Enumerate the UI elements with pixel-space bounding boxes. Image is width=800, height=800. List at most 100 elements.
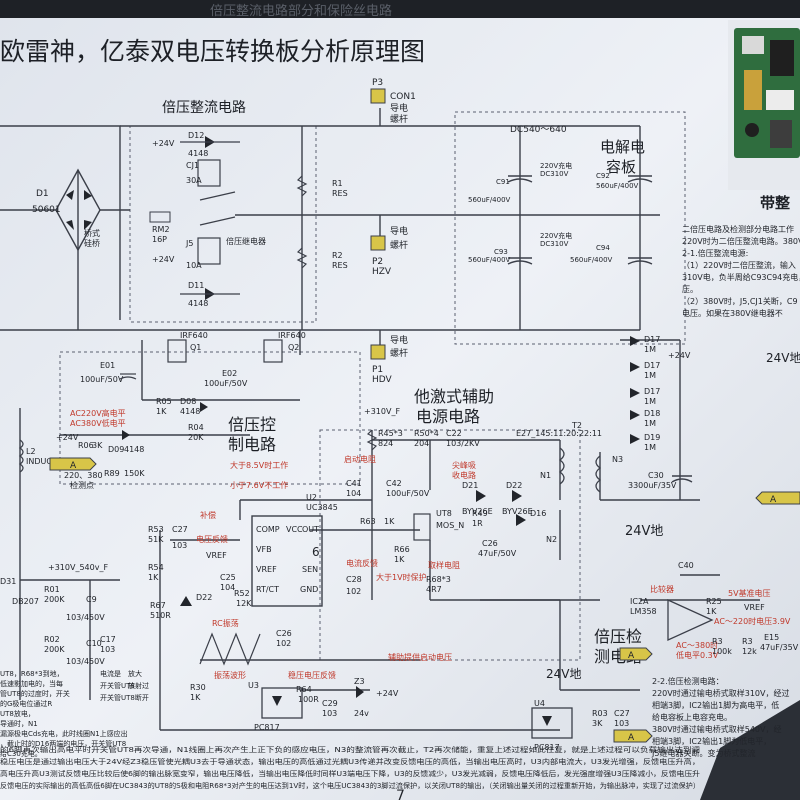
label-d16: D16 (530, 509, 546, 518)
label-r52: R52 (234, 589, 250, 598)
label-d17-a-value: 1M (644, 345, 656, 354)
label-q1-id: Q1 (190, 343, 201, 352)
label-low-level: 低电平0.3V (676, 650, 719, 660)
note-right-10: 220V时通过输电桥式取样310V，经过 (652, 688, 789, 698)
label-plus24v-out: +24V (668, 351, 691, 360)
label-r05: R05 (156, 397, 172, 406)
note-bottom-1: 的6脚再次输出高电平时开关管UT8再次导通，N1线圈上再次产生上正下负的感应电压… (0, 745, 700, 754)
label-r49-value: 1R (472, 519, 483, 528)
label-busbar-p3-2: 螺杆 (390, 113, 408, 125)
label-c25: C25 (220, 573, 236, 582)
label-r06-value: 3K (92, 441, 103, 450)
note-left-4: 的G极电位通过R (0, 699, 52, 708)
label-c17-value: 103 (100, 645, 115, 654)
bridge-rectifier-d1: D1 50601 桥式 硅桥 (32, 168, 101, 252)
label-stable-feedback: 稳压电压反馈 (288, 670, 336, 680)
label-r06: R06 (78, 441, 94, 450)
pin-rtct: RT/CT (256, 585, 279, 594)
label-aux-startup: 辅助提供启动电压 (388, 652, 452, 662)
label-c91-value: 560uF/400V (468, 196, 511, 204)
label-r25: R25 (706, 597, 722, 606)
label-cj1-value: 30A (186, 176, 202, 185)
note-right-11: 相端3脚，IC2输出1脚为高电平，低 (652, 700, 779, 710)
label-r66-value: 1K (394, 555, 405, 564)
label-r03-value: 3K (592, 719, 603, 728)
note-left-1: UT8，R68*3到地， (0, 669, 64, 678)
label-busbar-p2-2: 螺杆 (390, 239, 408, 251)
label-u2: U2 (306, 493, 317, 502)
note-right-3: 2-1.倍压整流电源: (682, 248, 748, 258)
label-compensation: 补偿 (200, 510, 216, 520)
label-r3-a: R3 (712, 637, 723, 646)
label-c41-value: 104 (346, 489, 361, 498)
label-j5-desc: 倍压继电器 (226, 236, 266, 246)
mosfet-pair: IRF640 Q1 IRF640 Q2 E01 100uF/50V E02 10… (56, 331, 306, 478)
relay-group: +24V D12 4148 CJ1 30A RM2 16P J5 10A 倍压继… (149, 131, 266, 308)
label-c40: C40 (678, 561, 694, 570)
label-r45-value: 824 (378, 439, 393, 448)
label-c27-value: 103 (172, 541, 187, 550)
label-d12: D12 (188, 131, 204, 140)
label-r53-value: 51K (148, 535, 164, 544)
label-r89: R89 (104, 469, 120, 478)
label-rm2-value: 16P (152, 235, 167, 244)
label-e01: E01 (100, 361, 115, 370)
label-r30: R30 (190, 683, 206, 692)
note-left-10: 电流是 (100, 669, 121, 678)
label-d11-value: 4148 (188, 299, 208, 308)
label-e02: E02 (222, 369, 237, 378)
note-right-9: 2-2.倍压检测电路： (652, 676, 724, 686)
resistors-r1-r2: R1 RES R2 RES (296, 175, 348, 270)
section-aux-power-1: 他激式辅助 (414, 387, 494, 406)
label-vref-right: VREF (744, 603, 765, 612)
label-5v-reference: 5V基准电压 (728, 588, 771, 598)
label-bridge-2: 硅桥 (84, 238, 100, 248)
section-aux-power-2: 电源电路 (416, 407, 480, 426)
label-d18-value: 1M (644, 419, 656, 428)
note-left-9: 给C30充电。 (0, 749, 42, 758)
label-c26: C26 (482, 539, 498, 548)
label-busbar-p2: 导电 (390, 225, 408, 237)
label-d17-a: D17 (644, 335, 660, 344)
section-doubler-control-2: 制电路 (228, 435, 276, 454)
label-r2: R2 (332, 251, 343, 260)
label-r25-value: 1K (706, 607, 717, 616)
label-startup-resistor: 启动电阻 (344, 454, 376, 464)
label-c29: C29 (322, 699, 338, 708)
note-bottom-2: 稳压电压是通过输出电压大于24V经Z3稳压管使光耦U3去于导通状态，输出电压的高… (0, 757, 700, 766)
label-r66: R66 (394, 545, 410, 554)
label-j5: J5 (185, 239, 193, 248)
top-dark-edge (0, 0, 800, 18)
label-c28-value: 102 (346, 587, 361, 596)
label-bus-540v: +310V_540v_F (48, 563, 108, 572)
label-c26-value: 47uF/50V (478, 549, 517, 558)
note-left-6: 导通时，N1 (0, 719, 38, 728)
label-d22: D22 (506, 481, 522, 490)
label-r68: R68*3 (426, 575, 451, 584)
bottom-right-shadow (700, 700, 800, 800)
label-ac220-high: AC220V高电平 (70, 408, 126, 418)
label-node-a-detect: A (628, 651, 635, 661)
label-u4-value: PC817 (534, 743, 560, 752)
label-r01: R01 (44, 585, 60, 594)
label-r45: R45*3 (378, 429, 403, 438)
label-node-a-bottom: A (628, 733, 635, 743)
label-dc-range: DC540～640 (510, 125, 567, 135)
label-rm2: RM2 (152, 225, 170, 234)
label-d22-value: BYV26E (502, 507, 533, 516)
label-t2: T2 (571, 421, 582, 430)
label-c94: C94 (596, 244, 610, 252)
label-c28: C28 (346, 575, 362, 584)
note-left-8: ，截止时的D16两端的电压，开关管UT8 (0, 739, 126, 748)
label-vref-left: VREF (206, 551, 227, 560)
label-ic2a-value: LM358 (630, 607, 657, 616)
busbar-connectors: P3 CON1 导电 螺杆 P2 HZV 导电 螺杆 P1 HDV 导电 螺杆 (370, 78, 416, 385)
label-r50: R50*4 (414, 429, 439, 438)
uc3845-controller: 大于8.5V时工作 小于7.6V不工作 U2 UC3845 COMP VCC V… (148, 460, 546, 680)
page-title: 欧雷神，亿泰双电压转换板分析原理图 (0, 37, 425, 66)
board-photo-caption: 带整 (760, 194, 790, 212)
label-r63: R63 (360, 517, 376, 526)
label-d31-value: DB207 (12, 597, 39, 606)
pin-vcc: VCC (286, 525, 303, 534)
label-d17-b-value: 1M (644, 371, 656, 380)
